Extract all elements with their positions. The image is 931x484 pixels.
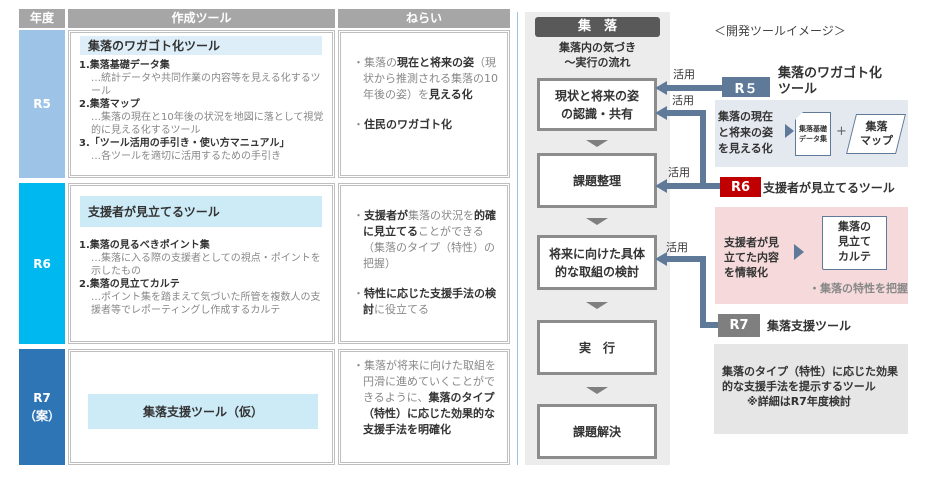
- aim-text: 的確に見立てる: [363, 209, 496, 238]
- arrow-head-icon: [655, 179, 667, 193]
- list-item: 3.「ツール活用の手引き・使い方マニュアル」…各ツールを適切に活用するための手引…: [79, 138, 290, 162]
- basic-data-doc-icon: 集落基礎 データ集: [795, 112, 831, 156]
- aim-cell-r6: ・支援者が集落の状況を的確に見立てることができる（集落のタイプ（特性）の把握）・…: [338, 183, 510, 344]
- tool-items: 1.集落の見るべきポイント集…集落に入る際の支援者としての視点・ポイントを示した…: [71, 227, 332, 317]
- r6-tool-name: 支援者が見立てるツール: [763, 181, 895, 195]
- aim-bullet: ・支援者が集落の状況を的確に見立てることができる（集落のタイプ（特性）の把握）: [353, 208, 499, 272]
- aim-text: 特性に応じた支援手法の検討: [363, 287, 496, 316]
- r7-connector-vertical: [700, 256, 706, 328]
- down-arrow-icon: [586, 387, 608, 394]
- flow-subtitle: 集落内の気づき ～実行の流れ: [559, 41, 636, 69]
- aim-bullet: ・特性に応じた支援手法の検討に役立てる: [353, 286, 499, 318]
- r5-tool-name: 集落のワガゴト化 ツール: [778, 66, 883, 97]
- header-aim: ねらい: [338, 9, 510, 28]
- flow-step-execution: 実 行: [537, 320, 657, 375]
- map-icon: 集落 マップ: [846, 114, 906, 154]
- r6-tag: R6: [720, 177, 761, 197]
- arrow-head-icon: [655, 81, 667, 95]
- r7-tool-name: 集落支援ツール: [767, 319, 852, 333]
- arrow-head-icon: [655, 106, 667, 120]
- list-item: 1.集落基礎データ集…統計データや共同作業の内容等を見える化するツール: [79, 60, 321, 97]
- use-label: 活用: [672, 94, 694, 107]
- plus-icon: +: [836, 124, 847, 139]
- karte-doc-icon: 集落の 見立て カルテ: [822, 216, 887, 270]
- map-label: 集落 マップ: [859, 120, 893, 147]
- bullet-icon: ・: [353, 359, 364, 372]
- aim-text: 見える化: [429, 88, 473, 101]
- flow-step-issues: 課題整理: [537, 153, 657, 208]
- r7-desc: 集落のタイプ（特性）に応じた効果的な支援手法を提示するツール: [722, 365, 898, 393]
- r5-tag: R５: [722, 77, 770, 97]
- list-item: 1.集落の見るべきポイント集…集落に入る際の支援者としての視点・ポイントを示した…: [79, 240, 321, 277]
- r7-tag: R7: [718, 314, 760, 337]
- aim-text: （現状から推測される集落の10年後の姿）を: [363, 56, 498, 101]
- r6-connector-vertical: [700, 110, 706, 188]
- r5-desc: 集落の現在 と将来の姿 を見える化: [718, 110, 773, 155]
- r6-note: ・集落の特性を把握: [809, 282, 908, 295]
- aim-text: 集落の状況を: [408, 209, 474, 222]
- r6-desc: 支援者が見 立てた内容 を情報化: [724, 236, 779, 279]
- down-arrow-icon: [586, 218, 608, 225]
- aim-text: ことができる（集落のタイプ（特性）の把握）: [363, 225, 495, 270]
- right-arrow-icon: [785, 124, 794, 138]
- right-arrow-icon: [794, 244, 804, 260]
- flow-step-solution: 課題解決: [537, 404, 657, 459]
- use-label: 活用: [673, 68, 695, 81]
- aim-cell-r5: ・集落の現在と将来の姿（現状から推測される集落の10年後の姿）を見える化・住民の…: [338, 30, 510, 178]
- aim-bullet: ・集落が将来に向けた取組を円滑に進めていくことができるように、集落のタイプ（特性…: [353, 358, 499, 438]
- flow-step-recognition: 現状と将来の姿 の認識・共有: [537, 78, 657, 131]
- aim-bullet: ・集落の現在と将来の姿（現状から推測される集落の10年後の姿）を見える化: [353, 55, 499, 103]
- aim-cell-r7: ・集落が将来に向けた取組を円滑に進めていくことができるように、集落のタイプ（特性…: [338, 349, 510, 465]
- tool-cell-r7: 集落支援ツール（仮）: [68, 349, 335, 465]
- r7-note: ※詳細はR7年度検討: [747, 395, 851, 408]
- list-item: 2.集落の見立てカルテ…ポイント集を踏まえて気づいた所管を複数人の支援者等でレポ…: [79, 279, 321, 316]
- tool-cell-r5: 集落のワガゴト化ツール 1.集落基礎データ集…統計データや共同作業の内容等を見え…: [68, 30, 335, 178]
- list-item: 2.集落マップ…集落の現在と10年後の状況を地図に落として視覚的に見える化するツ…: [79, 99, 324, 136]
- year-r6: R6: [19, 183, 65, 344]
- use-label: 活用: [666, 241, 688, 254]
- down-arrow-icon: [586, 140, 608, 147]
- aim-text: 住民のワガゴト化: [364, 118, 452, 131]
- aim-bullet: ・住民のワガゴト化: [353, 117, 499, 133]
- header-tool: 作成ツール: [68, 9, 335, 28]
- tool-title: 集落支援ツール（仮）: [88, 394, 318, 429]
- aim-text: 現在と将来の姿: [397, 56, 474, 69]
- aim-text: 支援者が: [364, 209, 408, 222]
- flow-title: 集 落: [535, 17, 660, 37]
- year-r5: R5: [19, 30, 65, 178]
- down-arrow-icon: [586, 302, 608, 309]
- arrow-head-icon: [655, 252, 667, 266]
- r6-connector: [665, 183, 721, 189]
- tool-title: 集落のワガゴト化ツール: [80, 36, 322, 55]
- header-year: 年度: [19, 9, 65, 28]
- r5-panel: 集落の現在 と将来の姿 を見える化 集落基礎 データ集 + 集落 マップ: [715, 100, 908, 167]
- bullet-icon: ・: [353, 118, 364, 131]
- flow-step-planning: 将来に向けた具体 的な取組の検討: [537, 235, 657, 290]
- divider: [517, 12, 518, 465]
- aim-text: 集落の: [364, 56, 397, 69]
- r5-connector: [665, 85, 723, 91]
- bullet-icon: ・: [353, 56, 364, 69]
- image-title: ＜開発ツールイメージ＞: [714, 24, 846, 38]
- aim-text: 集落のタイプ（特性）に応じた効果的な支援手法を明確化: [363, 391, 495, 436]
- bullet-icon: ・: [353, 287, 364, 300]
- r6-panel: 支援者が見 立てた内容 を情報化 集落の 見立て カルテ ・集落の特性を把握: [715, 207, 908, 304]
- aim-text: 集落が将来に向けた取組を円滑に進めていくことができるように、: [363, 359, 496, 404]
- tool-items: 1.集落基礎データ集…統計データや共同作業の内容等を見える化するツール 2.集落…: [71, 55, 332, 163]
- use-label: 活用: [668, 166, 690, 179]
- bullet-icon: ・: [353, 209, 364, 222]
- tool-cell-r6: 支援者が見立てるツール 1.集落の見るべきポイント集…集落に入る際の支援者として…: [68, 183, 335, 344]
- r7-connector: [700, 322, 719, 328]
- year-r7: R7 （案）: [19, 349, 65, 465]
- aim-text: に役立てる: [374, 303, 429, 316]
- r7-panel: 集落のタイプ（特性）に応じた効果的な支援手法を提示するツール ※詳細はR7年度検…: [714, 344, 908, 434]
- tool-title: 支援者が見立てるツール: [80, 196, 322, 227]
